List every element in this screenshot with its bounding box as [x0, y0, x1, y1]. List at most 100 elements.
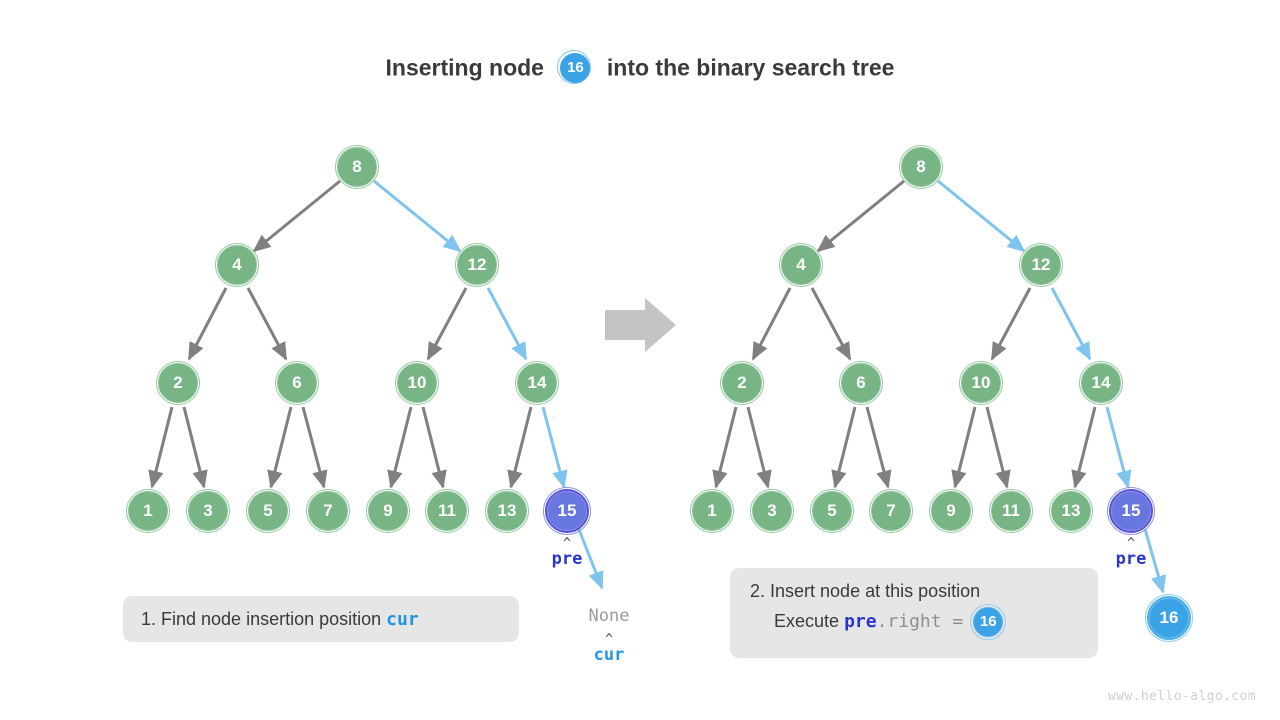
- tree-node[interactable]: 9: [364, 487, 412, 535]
- node-ring: [306, 489, 350, 533]
- caption-node-badge-16: 16: [970, 604, 1007, 640]
- tree-node[interactable]: 4: [213, 241, 261, 289]
- caret-icon: ^: [1127, 536, 1135, 551]
- node-ring: [515, 361, 559, 405]
- node-fill: [427, 491, 467, 531]
- node-ring: [425, 489, 469, 533]
- node-fill: [901, 147, 941, 187]
- node-ring: [989, 489, 1033, 533]
- tree-node[interactable]: 10: [957, 359, 1005, 407]
- node-ring: [1019, 243, 1063, 287]
- node-value: 15: [1121, 501, 1141, 520]
- node-fill: [1149, 598, 1189, 638]
- node-fill: [248, 491, 288, 531]
- node-fill: [931, 491, 971, 531]
- tree-node[interactable]: 14: [513, 359, 561, 407]
- tree-node[interactable]: 6: [273, 359, 321, 407]
- tree-node[interactable]: 11: [987, 487, 1035, 535]
- edge-4-2: [187, 287, 228, 361]
- node-fill: [841, 363, 881, 403]
- tree-node-inserted[interactable]: 16: [1145, 594, 1193, 642]
- title-suffix: into the binary search tree: [606, 54, 895, 81]
- tree-node[interactable]: 4: [777, 241, 825, 289]
- edge-r-14-15: [1105, 406, 1132, 489]
- node-fill: [158, 363, 198, 403]
- node-ring: [246, 489, 290, 533]
- node-value: 11: [438, 501, 456, 520]
- node-fill: [277, 363, 317, 403]
- edge-8-4: [252, 179, 341, 253]
- node-fill: [128, 491, 168, 531]
- node-value: 3: [767, 501, 777, 520]
- tree-node-pre[interactable]: 15: [543, 487, 591, 535]
- tree-node[interactable]: 5: [808, 487, 856, 535]
- pointer-label-pre: ^ pre: [1091, 536, 1171, 569]
- edge-r-15-16: [1143, 528, 1167, 594]
- node-value: 1: [143, 501, 153, 520]
- tree-node[interactable]: 11: [423, 487, 471, 535]
- edge-r-8-12: [937, 179, 1026, 253]
- node-fill: [692, 491, 732, 531]
- badge-value: 16: [979, 613, 997, 630]
- tree-node[interactable]: 5: [244, 487, 292, 535]
- node-ring: [690, 489, 734, 533]
- node-value: 1: [707, 501, 717, 520]
- node-value: 6: [856, 373, 866, 392]
- node-fill: [487, 491, 527, 531]
- node-ring: [1147, 596, 1191, 640]
- node-ring: [335, 145, 379, 189]
- node-value: 13: [497, 501, 517, 520]
- node-fill: [1021, 245, 1061, 285]
- tree-node[interactable]: 12: [453, 241, 501, 289]
- node-value: 7: [886, 501, 896, 520]
- node-ring: [215, 243, 259, 287]
- node-value: 14: [527, 373, 547, 392]
- tree-node[interactable]: 7: [304, 487, 352, 535]
- node-ring: [810, 489, 854, 533]
- caption-step-2: 2. Insert node at this position Execute …: [730, 568, 1098, 658]
- tree-node[interactable]: 1: [124, 487, 172, 535]
- node-ring: [929, 489, 973, 533]
- node-ring: [839, 361, 883, 405]
- node-fill: [752, 491, 792, 531]
- tree-node[interactable]: 8: [333, 143, 381, 191]
- node-value: 3: [203, 501, 213, 520]
- node-ring: [275, 361, 319, 405]
- caption-text: 1. Find node insertion position: [141, 609, 382, 629]
- tree-node[interactable]: 3: [184, 487, 232, 535]
- edge-6-5: [267, 406, 293, 489]
- tree-node[interactable]: 10: [393, 359, 441, 407]
- tree-node[interactable]: 12: [1017, 241, 1065, 289]
- tree-node[interactable]: 9: [927, 487, 975, 535]
- caption-execute-text: Execute: [774, 610, 840, 631]
- tree-node[interactable]: 3: [748, 487, 796, 535]
- node-ring: [1109, 489, 1153, 533]
- node-ring: [959, 361, 1003, 405]
- node-fill: [991, 491, 1031, 531]
- tree-node[interactable]: 2: [154, 359, 202, 407]
- tree-node-pre[interactable]: 15: [1107, 487, 1155, 535]
- node-value: 6: [292, 373, 302, 392]
- node-value: 9: [946, 501, 956, 520]
- caption-field-right: .right =: [876, 610, 964, 632]
- node-value: 7: [323, 501, 333, 520]
- node-ring: [455, 243, 499, 287]
- tree-node[interactable]: 1: [688, 487, 736, 535]
- tree-node[interactable]: 2: [718, 359, 766, 407]
- tree-node[interactable]: 13: [1047, 487, 1095, 535]
- tree-node[interactable]: 7: [867, 487, 915, 535]
- edge-r-4-2: [751, 287, 792, 361]
- tree-node[interactable]: 13: [483, 487, 531, 535]
- edge-4-6: [246, 287, 288, 361]
- caret-icon: ^: [563, 536, 571, 551]
- tree-node[interactable]: 6: [837, 359, 885, 407]
- edge-r-2-1: [712, 406, 738, 489]
- right-tree-edges: [712, 179, 1167, 594]
- node-fill: [1111, 491, 1151, 531]
- edge-12-14: [486, 287, 528, 361]
- tree-node[interactable]: 14: [1077, 359, 1125, 407]
- pointer-text: pre: [1115, 549, 1147, 569]
- tree-node[interactable]: 8: [897, 143, 945, 191]
- node-value: 16: [1159, 608, 1179, 627]
- caption-line-2: Execute pre.right = 16: [750, 604, 1078, 640]
